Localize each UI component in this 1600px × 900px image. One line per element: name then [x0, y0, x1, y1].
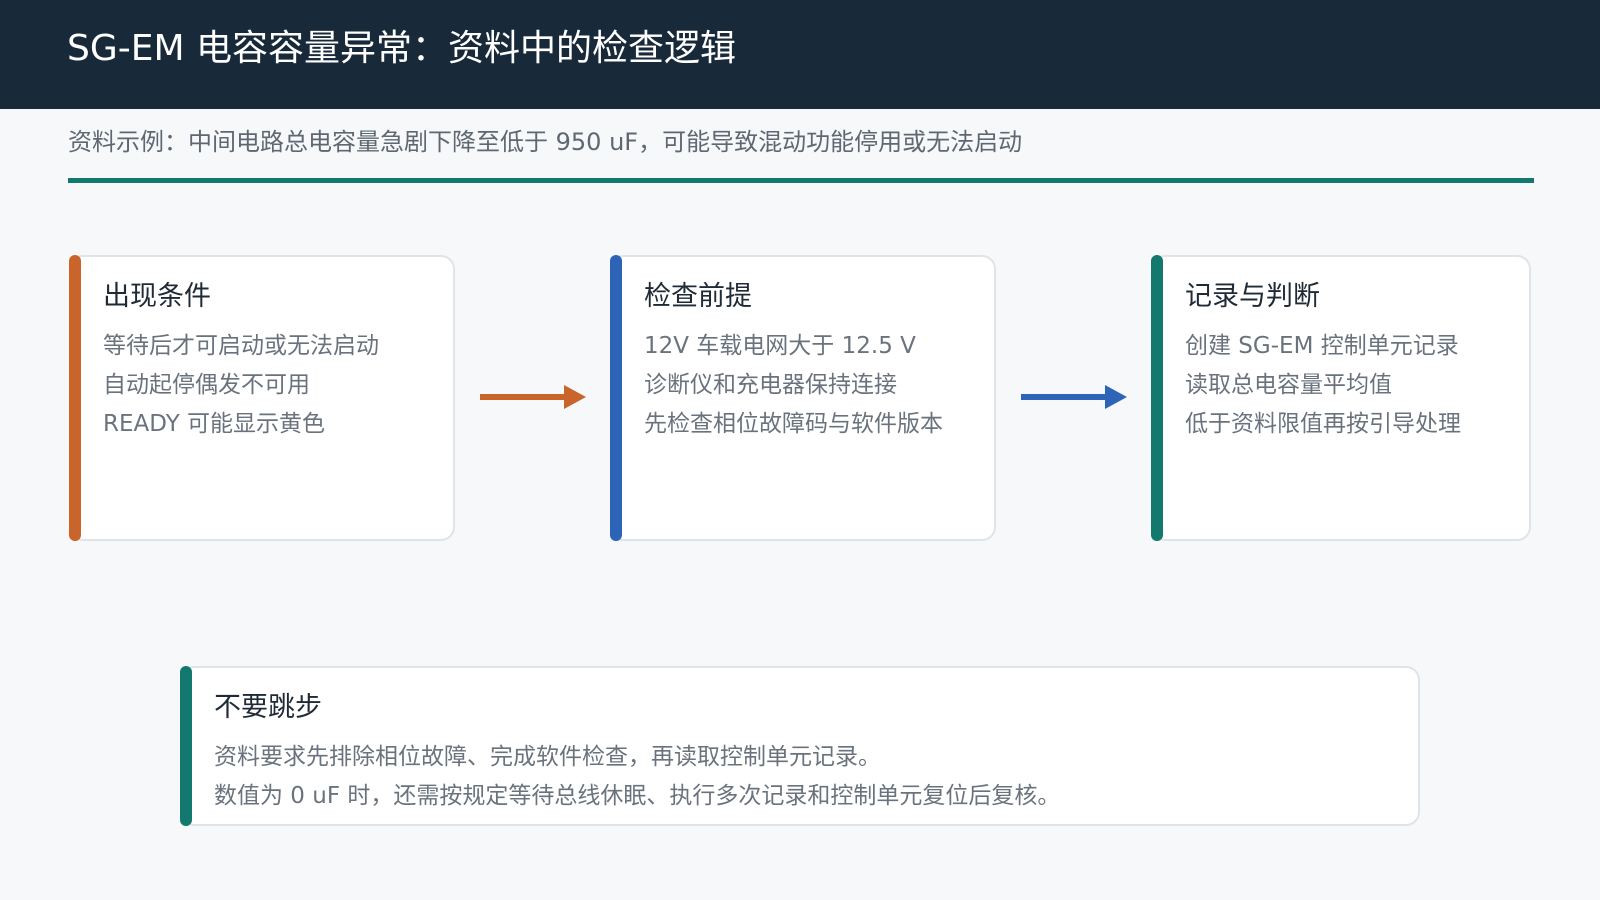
accent-bar [1151, 255, 1163, 541]
note-title: 不要跳步 [214, 692, 322, 723]
step-line: 等待后才可启动或无法启动 [103, 333, 379, 359]
step-line: 创建 SG-EM 控制单元记录 [1185, 333, 1459, 359]
accent-bar [610, 255, 622, 541]
step-line: READY 可能显示黄色 [103, 411, 326, 437]
note-line: 数值为 0 uF 时，还需按规定等待总线休眠、执行多次记录和控制单元复位后复核。 [214, 783, 1061, 809]
divider-rule [68, 178, 1534, 183]
arrow-right-icon [480, 385, 586, 409]
step-title: 检查前提 [644, 281, 752, 312]
step-title: 出现条件 [103, 281, 211, 312]
note-lines: 资料要求先排除相位故障、完成软件检查，再读取控制单元记录。 数值为 0 uF 时… [214, 738, 1060, 816]
accent-bar [180, 666, 192, 826]
step-card-prerequisites: 检查前提 12V 车载电网大于 12.5 V 诊断仪和充电器保持连接 先检查相位… [610, 255, 996, 541]
step-line: 低于资料限值再按引导处理 [1185, 411, 1461, 437]
step-card-record-judge: 记录与判断 创建 SG-EM 控制单元记录 读取总电容量平均值 低于资料限值再按… [1151, 255, 1531, 541]
note-card: 不要跳步 资料要求先排除相位故障、完成软件检查，再读取控制单元记录。 数值为 0… [180, 666, 1420, 826]
arrow-right-icon [1021, 385, 1127, 409]
step-line: 自动起停偶发不可用 [103, 372, 310, 398]
step-line: 读取总电容量平均值 [1185, 372, 1392, 398]
accent-bar [69, 255, 81, 541]
step-card-conditions: 出现条件 等待后才可启动或无法启动 自动起停偶发不可用 READY 可能显示黄色 [69, 255, 455, 541]
step-lines: 等待后才可启动或无法启动 自动起停偶发不可用 READY 可能显示黄色 [103, 327, 379, 444]
header-bar: SG-EM 电容容量异常：资料中的检查逻辑 [0, 0, 1600, 109]
step-line: 先检查相位故障码与软件版本 [644, 411, 943, 437]
page-subtitle: 资料示例：中间电路总电容量急剧下降至低于 950 uF，可能导致混动功能停用或无… [68, 128, 1023, 156]
step-line: 诊断仪和充电器保持连接 [644, 372, 897, 398]
step-lines: 创建 SG-EM 控制单元记录 读取总电容量平均值 低于资料限值再按引导处理 [1185, 327, 1461, 444]
step-title: 记录与判断 [1185, 281, 1320, 312]
note-line: 资料要求先排除相位故障、完成软件检查，再读取控制单元记录。 [214, 744, 881, 770]
page-title: SG-EM 电容容量异常：资料中的检查逻辑 [67, 28, 736, 69]
step-line: 12V 车载电网大于 12.5 V [644, 333, 916, 359]
step-lines: 12V 车载电网大于 12.5 V 诊断仪和充电器保持连接 先检查相位故障码与软… [644, 327, 943, 444]
